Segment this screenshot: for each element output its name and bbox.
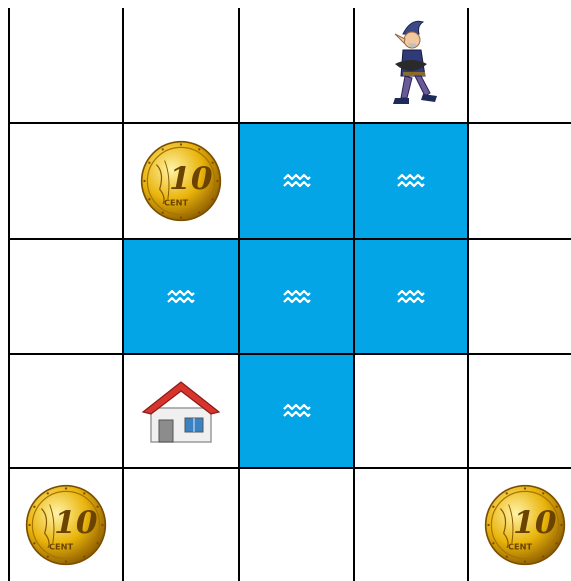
svg-text:CENT: CENT	[49, 542, 73, 552]
grid-cell-water[interactable]	[355, 240, 467, 353]
grid-cell-empty[interactable]	[469, 10, 571, 122]
svg-text:CENT: CENT	[508, 542, 532, 552]
water-wave-icon	[396, 288, 426, 306]
grid-cell-home[interactable]	[124, 355, 238, 467]
grid-cell-water[interactable]	[240, 240, 353, 353]
water-wave-icon	[396, 172, 426, 190]
house-icon	[141, 378, 221, 444]
grid-cell-empty[interactable]	[124, 10, 238, 122]
grid-cell-empty[interactable]	[10, 10, 122, 122]
grid-cell-empty[interactable]	[240, 10, 353, 122]
svg-text:10: 10	[513, 505, 557, 541]
water-wave-icon	[282, 288, 312, 306]
grid-cell-water[interactable]	[240, 124, 353, 238]
grid-cell-empty[interactable]	[469, 355, 571, 467]
water-wave-icon	[166, 288, 196, 306]
water-wave-icon	[282, 172, 312, 190]
grid-cell-empty[interactable]	[10, 240, 122, 353]
grid-cell-empty[interactable]	[469, 240, 571, 353]
grid-cell-empty[interactable]	[355, 469, 467, 581]
svg-text:10: 10	[54, 505, 98, 541]
grid-cell-empty[interactable]	[355, 355, 467, 467]
svg-text:CENT: CENT	[164, 198, 188, 208]
water-wave-icon	[282, 402, 312, 420]
grid-cell-water[interactable]	[240, 355, 353, 467]
grid-cell-empty[interactable]	[10, 355, 122, 467]
grid-cell-empty[interactable]	[469, 124, 571, 238]
elf-character-icon	[381, 16, 441, 116]
grid-cell-empty[interactable]	[124, 469, 238, 581]
svg-text:10: 10	[169, 161, 213, 197]
grid-cell-water[interactable]	[355, 124, 467, 238]
grid-cell-empty[interactable]	[10, 124, 122, 238]
grid-cell-empty[interactable]	[240, 469, 353, 581]
grid-cell-water[interactable]	[124, 240, 238, 353]
grid-cell-player[interactable]	[355, 10, 467, 122]
